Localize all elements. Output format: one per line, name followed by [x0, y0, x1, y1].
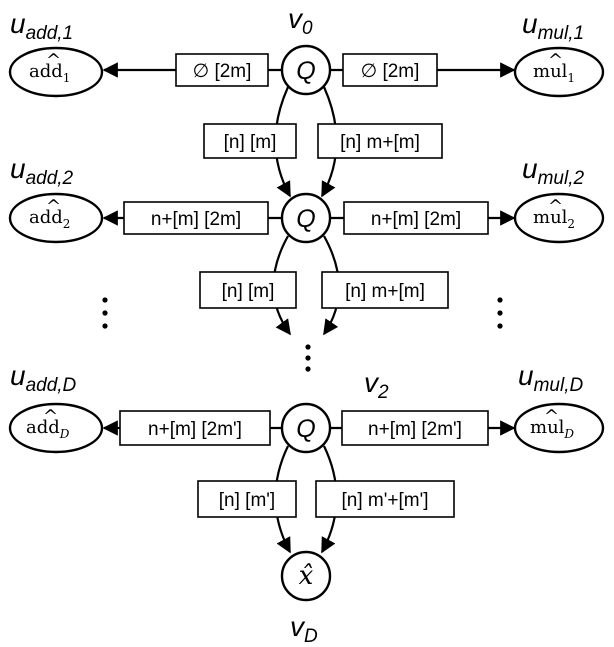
u-mul-2-label: umul,2	[522, 153, 584, 189]
add-leaf-D	[8, 402, 104, 454]
box-qD-x-left	[197, 480, 297, 518]
box-q2-next-right-text: [n] m+[m]	[345, 281, 425, 302]
box-qD-x-right-text: [n] m'+[m']	[342, 490, 429, 511]
q-node-D-text: Q	[296, 415, 315, 443]
v0-label: v0	[288, 3, 313, 39]
box-qD-mulD-text: n+[m] [2m']	[368, 419, 462, 440]
mul-leaf-2	[513, 192, 605, 244]
add-leaf-2-hat: ^	[46, 196, 61, 217]
box-q2-add2	[123, 201, 269, 235]
u-add-2-label: uadd,2	[10, 153, 74, 189]
box-qD-addD-text: n+[m] [2m']	[148, 419, 242, 440]
right-ellipsis	[497, 297, 503, 329]
vD-label: vD	[290, 611, 318, 647]
box-q1-q2-right	[317, 123, 443, 159]
box-qD-x-right	[315, 480, 455, 518]
mul-leaf-D	[513, 402, 605, 454]
q-node-1-text: Q	[296, 57, 315, 85]
mul-leaf-D-hat: ^	[544, 406, 559, 427]
add-leaf-D-hat: ^	[43, 406, 58, 427]
add-leaf-1-hat: ^	[46, 50, 61, 71]
add-leaf-2	[8, 192, 104, 244]
box-q2-next-right	[321, 271, 449, 309]
u-add-1-label: uadd,1	[10, 8, 73, 44]
mul-leaf-1-hat: ^	[548, 50, 563, 71]
box-qD-addD	[119, 410, 271, 446]
box-qD-mulD	[341, 410, 489, 446]
mul-leaf-2-text: mul2	[533, 207, 575, 231]
box-q2-add2-text: n+[m] [2m]	[151, 209, 241, 230]
box-q1-mul1-text: ∅ [2m]	[361, 61, 420, 82]
u-mul-1-label: umul,1	[522, 8, 584, 44]
add-leaf-1-text: add1	[29, 61, 70, 85]
x-hat-node	[280, 550, 332, 602]
v2-label: v2	[364, 367, 389, 403]
mul-leaf-1-text: mul1	[533, 61, 575, 85]
box-q2-mul2-text: n+[m] [2m]	[371, 209, 461, 230]
add-leaf-2-text: add2	[29, 207, 70, 231]
box-q1-q2-left	[203, 123, 297, 159]
box-q1-mul1	[342, 53, 438, 87]
box-qD-x-left-text: [n] [m']	[219, 490, 275, 511]
center-ellipsis	[305, 344, 311, 372]
q-node-2-text: Q	[296, 205, 315, 233]
box-q1-q2-left-text: [n] [m]	[224, 132, 277, 153]
box-q2-next-left-text: [n] [m]	[222, 281, 275, 302]
mul-leaf-2-hat: ^	[548, 196, 563, 217]
add-leaf-1	[8, 46, 104, 98]
mul-leaf-1	[513, 46, 605, 98]
box-q1-add1-text: ∅ [2m]	[193, 61, 252, 82]
u-add-D-label: uadd,D	[10, 360, 77, 396]
left-ellipsis	[102, 297, 108, 329]
box-q2-next-left	[199, 271, 297, 309]
x-hat-text: x̂	[299, 561, 314, 591]
box-q1-q2-right-text: [n] m+[m]	[340, 132, 420, 153]
u-mul-D-label: umul,D	[518, 360, 583, 396]
box-q1-add1	[175, 53, 269, 87]
mul-leaf-D-text: mulD	[530, 417, 574, 441]
box-q2-mul2	[343, 201, 489, 235]
add-leaf-D-text: addD	[26, 417, 70, 441]
